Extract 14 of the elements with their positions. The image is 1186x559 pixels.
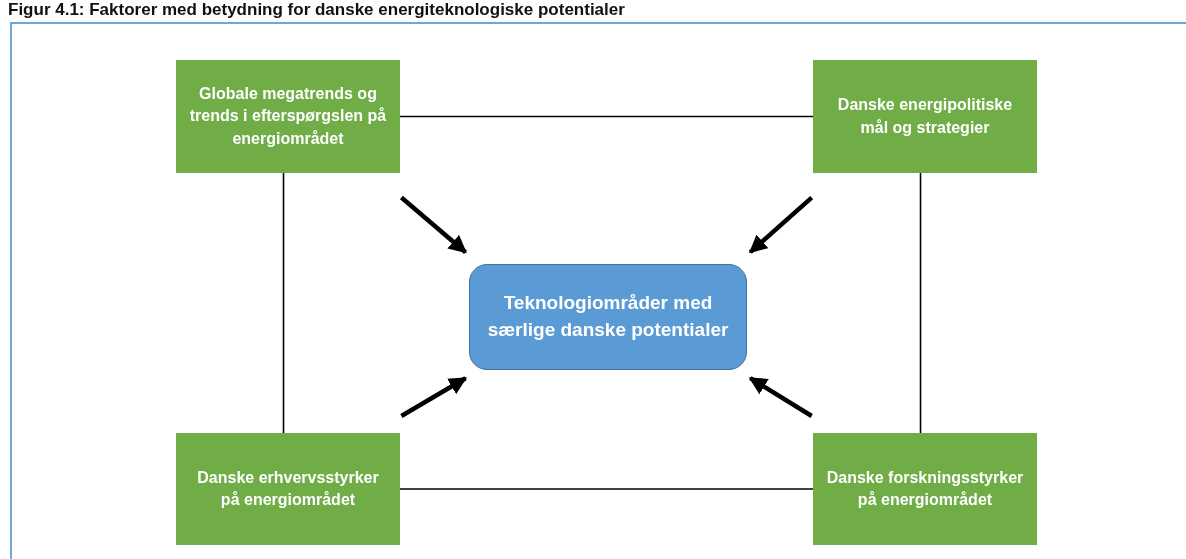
arrow	[399, 195, 467, 254]
connector-line	[399, 115, 814, 118]
arrow	[400, 376, 468, 418]
arrow	[748, 195, 814, 254]
connector-line	[282, 172, 285, 434]
factor-box: Danske energipolitiske mål og strategier	[813, 60, 1037, 173]
central-box: Teknologiområder med særlige danske potentialer	[469, 264, 747, 370]
connector-line	[399, 488, 814, 490]
factor-box: Danske forskningsstyrker på energiområdet	[813, 433, 1037, 545]
factor-box: Globale megatrends og trends i efterspørgslen på energiområdet	[176, 60, 400, 173]
figure-title: Figur 4.1: Faktorer med betydning for danske energiteknologiske potentialer	[8, 0, 625, 20]
factor-box: Danske erhvervsstyrker på energiområdet	[176, 433, 400, 545]
arrow	[748, 376, 813, 418]
connector-line	[919, 172, 922, 434]
